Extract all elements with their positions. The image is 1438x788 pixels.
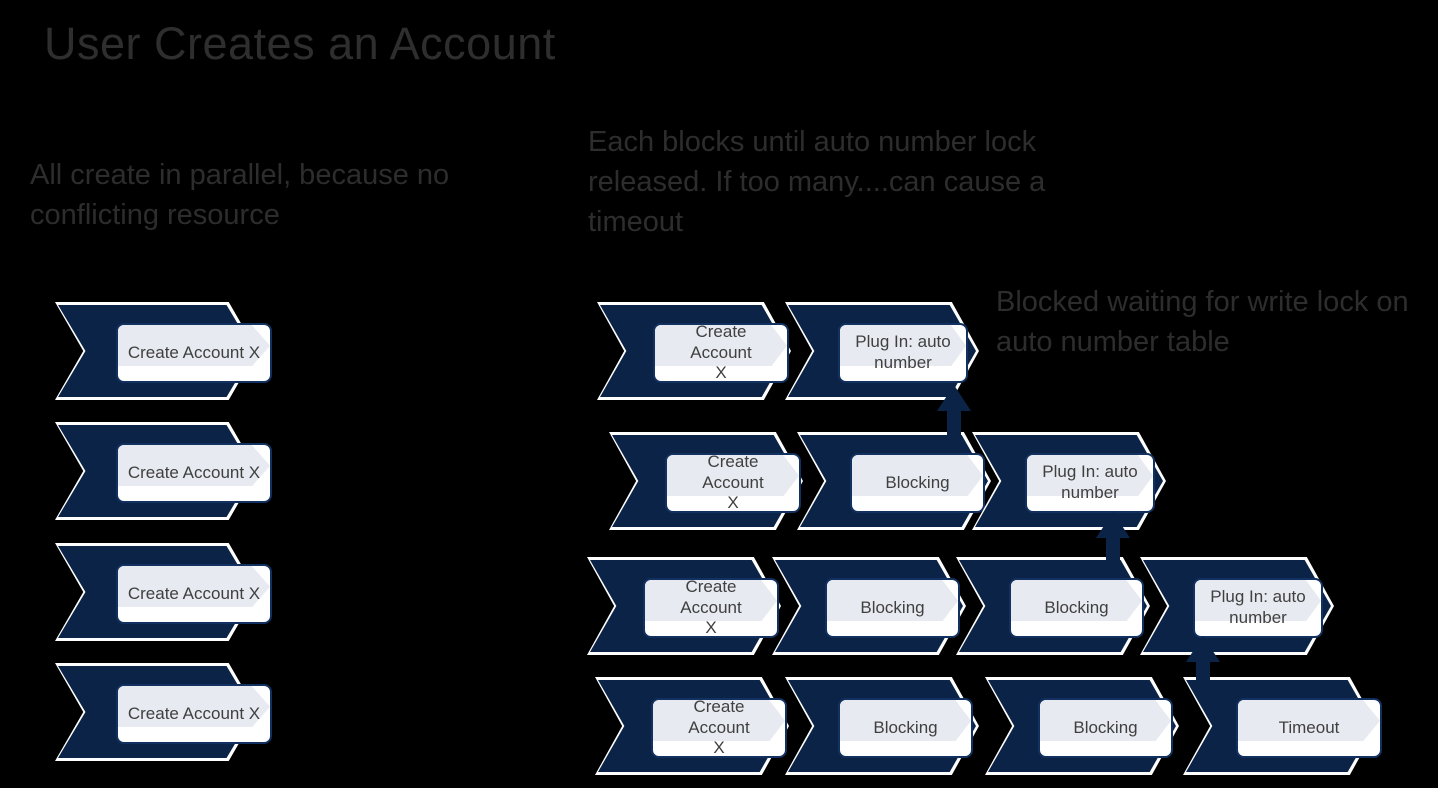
step-label: Blocking xyxy=(1044,597,1109,617)
step-card[interactable]: Timeout xyxy=(1236,698,1382,758)
right-r1-step-plugin-auto-number[interactable]: Plug In: auto number xyxy=(785,302,979,400)
note-right-lock: Blocked waiting for write lock on auto n… xyxy=(996,286,1409,359)
note-left-parallel: All create in parallel, because no confl… xyxy=(30,159,450,232)
step-card[interactable]: Blocking xyxy=(838,698,973,758)
step-card[interactable]: Create Account X xyxy=(651,698,787,758)
step-card[interactable]: Create Account X xyxy=(116,564,272,624)
left-row-1: Create Account X xyxy=(55,302,278,400)
right-r1-step-create-account[interactable]: Create Account X xyxy=(597,302,791,400)
step-card[interactable]: Create Account X xyxy=(653,323,789,383)
step-label: Create Account X xyxy=(680,578,742,638)
step-card[interactable]: Create Account X xyxy=(116,323,272,383)
right-row-1: Create Account X Plug In: auto number xyxy=(597,302,1000,400)
left-row-2: Create Account X xyxy=(55,422,278,520)
step-card[interactable]: Create Account X xyxy=(116,684,272,744)
right-r3-step-blocking-1[interactable]: Blocking xyxy=(772,557,966,655)
right-r4-step-create-account[interactable]: Create Account X xyxy=(595,677,789,775)
step-card[interactable]: Blocking xyxy=(850,453,985,513)
arrow-head xyxy=(1096,512,1130,538)
right-r4-step-blocking-1[interactable]: Blocking xyxy=(785,677,979,775)
right-r3-step-create-account[interactable]: Create Account X xyxy=(587,557,781,655)
left-step-create-account-4[interactable]: Create Account X xyxy=(55,663,272,761)
step-card[interactable]: Blocking xyxy=(1038,698,1173,758)
right-r4-step-blocking-2[interactable]: Blocking xyxy=(985,677,1179,775)
step-label: Create Account X xyxy=(688,698,750,758)
right-r3-step-plugin-auto-number[interactable]: Plug In: auto number xyxy=(1140,557,1334,655)
step-card[interactable]: Create Account X xyxy=(643,578,779,638)
left-step-create-account-2[interactable]: Create Account X xyxy=(55,422,272,520)
arrow-shaft xyxy=(1196,658,1210,696)
left-row-3: Create Account X xyxy=(55,543,278,641)
step-label: Plug In: auto number xyxy=(855,332,951,372)
step-card[interactable]: Plug In: auto number xyxy=(1193,578,1323,638)
right-row-2: Create Account X Blocking Plug In: auto … xyxy=(609,432,1192,530)
arrow-row2-to-row1-icon xyxy=(937,385,971,445)
right-r2-step-plugin-auto-number[interactable]: Plug In: auto number xyxy=(972,432,1166,530)
step-label: Blocking xyxy=(885,472,950,492)
step-card[interactable]: Create Account X xyxy=(116,443,272,503)
step-label: Blocking xyxy=(1073,717,1138,737)
step-label: Create Account X xyxy=(702,453,764,513)
step-label: Plug In: auto number xyxy=(1210,587,1306,627)
step-card[interactable]: Blocking xyxy=(825,578,960,638)
step-label: Plug In: auto number xyxy=(1042,462,1138,502)
arrow-row4-to-row3-icon xyxy=(1186,636,1220,696)
step-label: Create Account X xyxy=(127,583,261,603)
right-r4-step-timeout[interactable]: Timeout xyxy=(1183,677,1382,775)
left-step-create-account-3[interactable]: Create Account X xyxy=(55,543,272,641)
arrow-shaft xyxy=(947,407,961,445)
left-row-4: Create Account X xyxy=(55,663,278,761)
right-row-4: Create Account X Blocking Blocking Timeo… xyxy=(595,677,1398,775)
step-label: Timeout xyxy=(1278,717,1340,737)
right-r2-step-blocking-1[interactable]: Blocking xyxy=(797,432,991,530)
note-middle-blocking: Each blocks until auto number lock relea… xyxy=(588,126,1046,239)
arrow-head xyxy=(937,385,971,411)
right-r3-step-blocking-2[interactable]: Blocking xyxy=(956,557,1150,655)
step-card[interactable]: Plug In: auto number xyxy=(1025,453,1155,513)
step-card[interactable]: Blocking xyxy=(1009,578,1144,638)
arrow-shaft xyxy=(1106,534,1120,572)
step-label: Create Account X xyxy=(690,323,752,383)
page-title: User Creates an Account xyxy=(44,18,556,69)
step-card[interactable]: Plug In: auto number xyxy=(838,323,968,383)
step-label: Create Account X xyxy=(127,342,261,362)
step-label: Create Account X xyxy=(127,703,261,723)
step-label: Blocking xyxy=(860,597,925,617)
step-label: Create Account X xyxy=(127,462,261,482)
left-step-create-account-1[interactable]: Create Account X xyxy=(55,302,272,400)
arrow-row3-to-row2-icon xyxy=(1096,512,1130,572)
step-card[interactable]: Create Account X xyxy=(665,453,801,513)
right-r2-step-create-account[interactable]: Create Account X xyxy=(609,432,803,530)
arrow-head xyxy=(1186,636,1220,662)
right-row-3: Create Account X Blocking Blocking Plug … xyxy=(587,557,1350,655)
step-label: Blocking xyxy=(873,717,938,737)
